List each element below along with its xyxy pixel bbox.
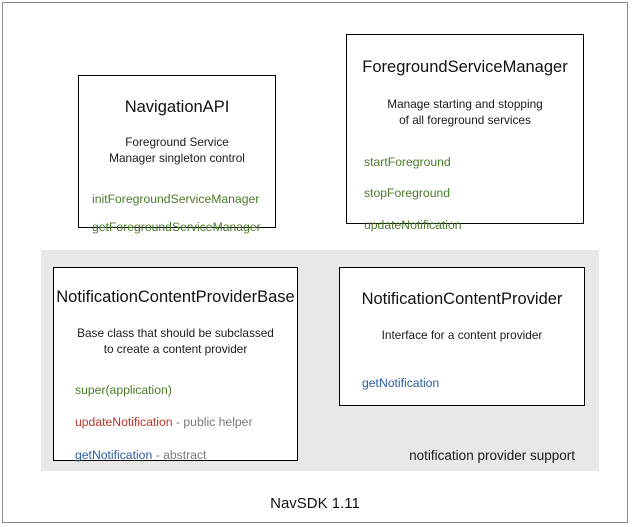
member-list-navigation-api: initForegroundServiceManager getForegrou… [79, 192, 275, 235]
member-item[interactable]: super(application) [75, 383, 297, 398]
member-list-notification-content-provider: getNotification [340, 376, 584, 391]
member-note: - public helper [172, 415, 253, 430]
class-box-foreground-service-manager[interactable]: ForegroundServiceManager Manage starting… [346, 34, 584, 232]
member-item[interactable]: updateNotification [364, 218, 583, 233]
member-list-foreground-service-manager: startForeground stopForeground updateNot… [347, 155, 583, 233]
class-title-navigation-api: NavigationAPI [124, 98, 230, 116]
class-description-line: to create a content provider [103, 341, 248, 356]
member-name: getNotification [362, 375, 440, 390]
member-item[interactable]: getNotification - abstract [75, 448, 297, 463]
class-description-line: Interface for a content provider [381, 327, 543, 342]
member-name: initForegroundServiceManager [92, 191, 260, 206]
class-title-foreground-service-manager: ForegroundServiceManager [362, 58, 568, 76]
member-name: updateNotification [75, 415, 173, 430]
member-item[interactable]: getNotification [362, 376, 584, 391]
class-description-notification-content-provider-base: Base class that should be subclassed to … [54, 326, 297, 358]
class-description-line: Manager singleton control [109, 150, 245, 165]
class-description-notification-content-provider: Interface for a content provider [340, 328, 584, 344]
member-list-notification-content-provider-base: super(application) updateNotification - … [54, 383, 297, 463]
member-name: getNotification [75, 447, 153, 462]
member-name: startForeground [364, 154, 451, 169]
class-description-line: Manage starting and stopping [387, 96, 543, 111]
member-item[interactable]: getForegroundServiceManager [92, 220, 275, 235]
class-box-navigation-api[interactable]: NavigationAPI Foreground Service Manager… [78, 75, 276, 234]
class-description-line: of all foreground services [399, 112, 531, 127]
member-item[interactable]: updateNotification - public helper [75, 415, 297, 430]
diagram-outer-frame: notification provider support Navigation… [2, 2, 628, 523]
class-description-line: Foreground Service [125, 134, 229, 149]
member-name: getForegroundServiceManager [92, 220, 261, 235]
member-name: updateNotification [364, 217, 462, 232]
class-description-navigation-api: Foreground Service Manager singleton con… [79, 135, 275, 167]
member-note: - abstract [152, 447, 207, 462]
class-box-notification-content-provider[interactable]: NotificationContentProvider Interface fo… [339, 267, 585, 406]
diagram-footer-label: NavSDK 1.11 [270, 495, 360, 512]
class-description-line: Base class that should be subclassed [77, 325, 274, 340]
member-item[interactable]: stopForeground [364, 186, 583, 201]
member-name: stopForeground [364, 186, 451, 201]
member-name: super(application) [75, 382, 172, 397]
class-title-notification-content-provider-base: NotificationContentProviderBase [56, 288, 295, 306]
class-description-foreground-service-manager: Manage starting and stopping of all fore… [347, 97, 583, 129]
member-item[interactable]: startForeground [364, 155, 583, 170]
member-item[interactable]: initForegroundServiceManager [92, 192, 275, 207]
class-box-notification-content-provider-base[interactable]: NotificationContentProviderBase Base cla… [53, 267, 298, 463]
group-panel-caption: notification provider support [409, 448, 575, 463]
class-title-notification-content-provider: NotificationContentProvider [361, 290, 563, 308]
